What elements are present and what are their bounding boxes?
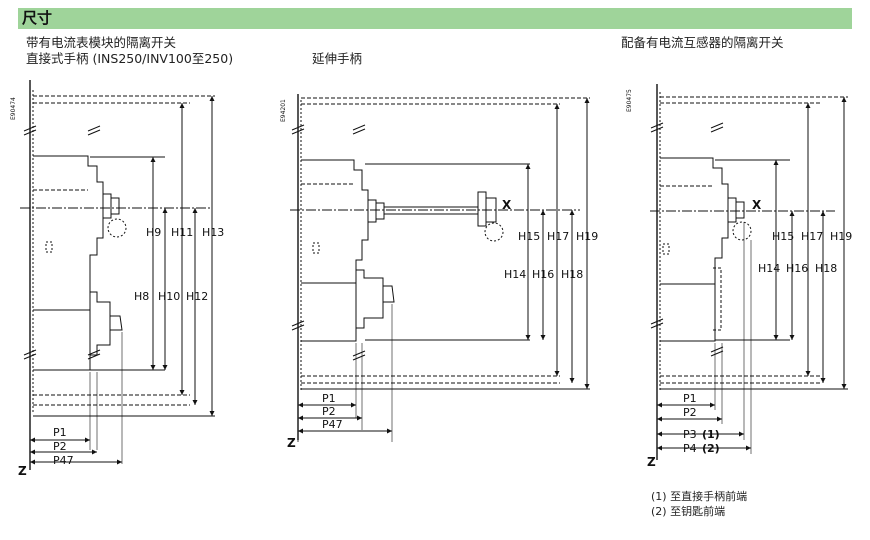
section-title: 尺寸 (22, 9, 53, 27)
dim-label-p2-right: P2 (683, 406, 697, 419)
dim-label-h14-right: H14 (758, 262, 780, 275)
dim-label-p3-right: P3 (683, 428, 697, 441)
caption-left-line1: 带有电流表模块的隔离开关 (26, 35, 177, 50)
dim-label-h17-mid: H17 (547, 230, 569, 243)
dim-label-h18-right: H18 (815, 262, 837, 275)
drawing-code-middle: E94201 (280, 99, 287, 122)
drawing-middle-labels: E94201 Z X H15 H17 H19 H14 H16 H18 P1 P2… (280, 99, 598, 450)
dim-footnote-2: (2) (702, 442, 720, 455)
dim-label-h19-right: H19 (830, 230, 852, 243)
dim-label-p1: P1 (53, 426, 67, 439)
dim-label-p2: P2 (53, 440, 67, 453)
dim-label-h13: H13 (202, 226, 224, 239)
caption-right: 配备有电流互感器的隔离开关 (621, 35, 784, 50)
drawing-right (650, 84, 848, 460)
note-2: (2) 至钥匙前端 (651, 505, 726, 518)
dim-label-p4-right: P4 (683, 442, 697, 455)
drawing-left (20, 80, 215, 470)
z-axis-label-middle: Z (287, 436, 296, 450)
note-1: (1) 至直接手柄前端 (651, 490, 748, 503)
dim-footnote-1: (1) (702, 428, 720, 441)
drawing-middle (290, 94, 590, 442)
z-axis-label-left: Z (18, 464, 27, 478)
dim-label-p47: P47 (53, 454, 74, 467)
x-axis-label-middle: X (502, 198, 512, 212)
x-axis-label-right: X (752, 198, 762, 212)
dim-label-h10: H10 (158, 290, 180, 303)
drawing-right-labels: E90475 Z X H15 H17 H19 H14 H16 H18 P1 P2… (626, 89, 852, 469)
caption-left-line2: 直接式手柄 (INS250/INV100至250) (26, 51, 234, 66)
dim-label-h12: H12 (186, 290, 208, 303)
dim-label-h8: H8 (134, 290, 149, 303)
title-bar: 尺寸 (18, 8, 852, 29)
dim-label-h16-right: H16 (786, 262, 808, 275)
dim-label-h15-mid: H15 (518, 230, 540, 243)
drawing-code-left: E90474 (10, 97, 17, 120)
dim-label-p47-mid: P47 (322, 418, 343, 431)
dim-label-h17-right: H17 (801, 230, 823, 243)
z-axis-label-right: Z (647, 455, 656, 469)
dim-label-h9: H9 (146, 226, 161, 239)
drawing-code-right: E90475 (626, 89, 633, 112)
dim-label-p2-mid: P2 (322, 405, 336, 418)
dim-label-h16-mid: H16 (532, 268, 554, 281)
dim-label-h14-mid: H14 (504, 268, 526, 281)
dim-label-h15-right: H15 (772, 230, 794, 243)
dim-label-p1-right: P1 (683, 392, 697, 405)
dim-label-h18-mid: H18 (561, 268, 583, 281)
dim-label-h11: H11 (171, 226, 193, 239)
drawing-left-labels: E90474 Z H9 H11 H13 H8 H10 H12 P1 P2 P47 (10, 97, 224, 478)
dim-label-p1-mid: P1 (322, 392, 336, 405)
dim-label-h19-mid: H19 (576, 230, 598, 243)
caption-middle: 延伸手柄 (312, 51, 363, 66)
